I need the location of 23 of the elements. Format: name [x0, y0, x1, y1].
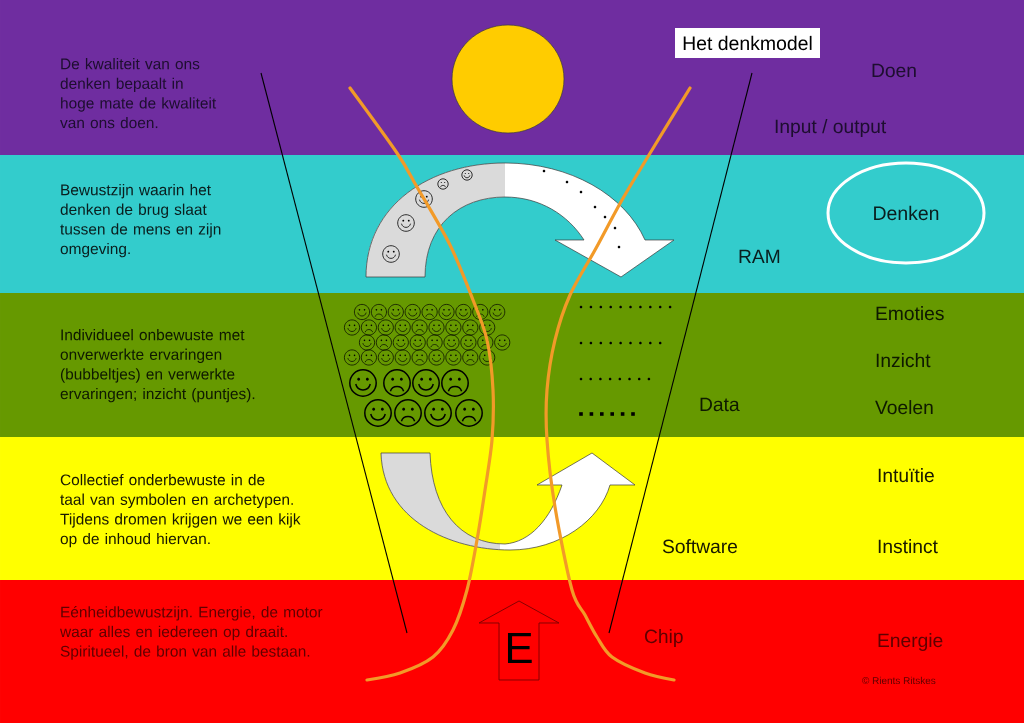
- description-text: De kwaliteit van ons denken bepaalt in hoge mate de kwaliteit van ons doen.: [60, 58, 217, 129]
- level-label: Data: [700, 397, 740, 412]
- curved-arrow: [380, 452, 636, 551]
- description-text: Individueel onbewuste met onverwerkte ervaringen (bubbeltjes) en verwerkte ervaringen; inzicht (puntjes).: [60, 329, 255, 403]
- level-label: Intuïtie: [878, 468, 934, 483]
- sun-circle: [451, 24, 565, 134]
- description-text: Collectief onderbewuste in de taal van symbolen en archetypen. Tijdens dromen krijgen we een kijk op de inhoud hiervan.: [60, 474, 301, 548]
- level-label: Inzicht: [876, 353, 931, 368]
- curved-arrow: [365, 162, 675, 278]
- level-label: Instinct: [878, 539, 938, 554]
- level-label: Voelen: [875, 400, 933, 415]
- level-label: Doen: [872, 63, 916, 78]
- level-label: Emoties: [876, 306, 944, 321]
- level-label: RAM: [739, 249, 780, 263]
- level-label: Software: [662, 539, 738, 554]
- description-text: Bewustzijn waarin het denken de brug slaat tussen de mens en zijn omgeving.: [60, 184, 221, 258]
- level-label: Input / output: [775, 119, 887, 137]
- title-box: Het denkmodel: [675, 28, 820, 58]
- copyright-note: © Rients Ritskes: [862, 676, 936, 685]
- description-text: Eénheidbewustzijn. Energie, de motor waar alles en iedereen op draait. Spiritueel, de bron van alle bestaan.: [60, 606, 323, 660]
- level-label: Chip: [645, 629, 683, 647]
- level-label: Energie: [878, 633, 943, 651]
- oval-label: Denken: [826, 161, 986, 265]
